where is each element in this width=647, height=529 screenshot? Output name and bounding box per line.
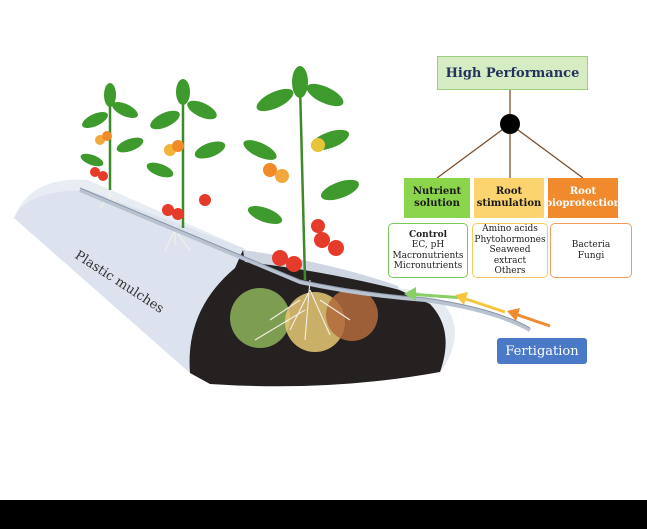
category-label-line1: Nutrient bbox=[412, 186, 462, 197]
detail-item: Control bbox=[408, 229, 448, 240]
drip-tube bbox=[79, 188, 531, 332]
fertigation-box: Fertigation bbox=[497, 338, 587, 364]
detail-item: Amino acids bbox=[482, 224, 538, 235]
detail-item: Seaweed extract bbox=[489, 245, 531, 266]
detail-item: Phytohormones bbox=[474, 234, 546, 245]
category-label-line1: Root bbox=[495, 186, 523, 197]
detail-root-stimulation: Amino acids Phytohormones Seaweed extrac… bbox=[472, 223, 548, 278]
detail-item: Fungi bbox=[577, 250, 605, 261]
category-label-line2: bioprotection bbox=[545, 198, 621, 209]
arrows bbox=[404, 287, 551, 328]
footer-bar bbox=[0, 500, 647, 529]
category-label-line2: stimulation bbox=[476, 198, 542, 209]
detail-item: Micronutrients bbox=[393, 261, 463, 271]
root-zone-bioprotection bbox=[326, 289, 378, 341]
leaves bbox=[80, 66, 359, 225]
high-performance-box: High Performance bbox=[437, 56, 588, 90]
stems bbox=[108, 84, 307, 281]
tomatoes bbox=[90, 131, 344, 272]
root-zone-nutrient bbox=[230, 288, 290, 348]
category-label-line1: Root bbox=[569, 186, 597, 197]
detail-item: Others bbox=[494, 266, 526, 277]
category-label-line2: solution bbox=[414, 198, 460, 209]
mulch-bed bbox=[14, 179, 455, 387]
detail-item: EC, pH bbox=[411, 240, 445, 250]
detail-nutrient-solution: Control EC, pH Macronutrients Micronutri… bbox=[388, 223, 468, 278]
detail-item: Bacteria bbox=[571, 240, 611, 250]
junction-node bbox=[500, 114, 520, 134]
detail-root-bioprotection: Bacteria Fungi bbox=[550, 223, 632, 278]
illustration bbox=[14, 66, 584, 387]
detail-item: Macronutrients bbox=[392, 250, 464, 261]
fertigation-diagram: Plastic mulches High Performance Nutrien… bbox=[14, 56, 632, 387]
